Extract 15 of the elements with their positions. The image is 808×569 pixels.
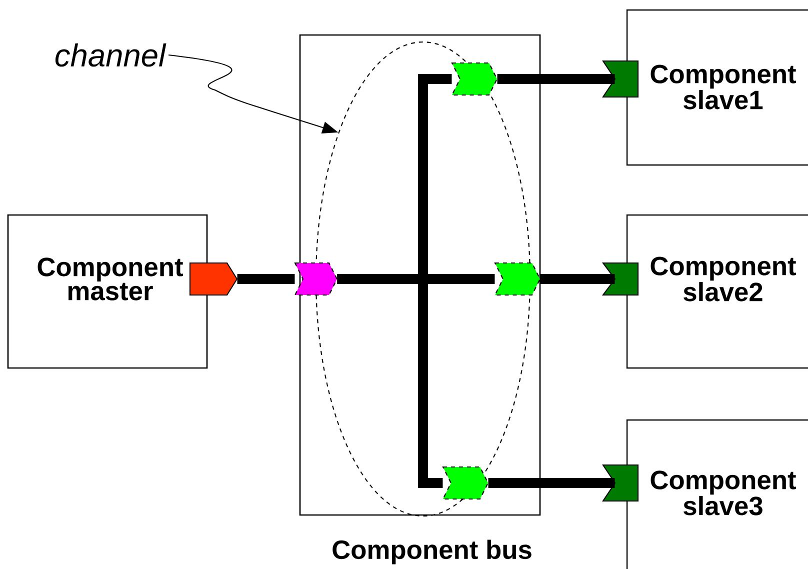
connector-line [237, 274, 295, 284]
port-shape [189, 262, 238, 296]
component-box: Component slave1 [626, 9, 808, 166]
connector-line [337, 274, 443, 488]
port-flag [602, 60, 639, 98]
component-box: Component slave2 [626, 214, 808, 369]
port-flag [602, 262, 639, 296]
callout-text: channel [55, 43, 166, 67]
port-flag [602, 464, 639, 502]
port-chevron [451, 62, 498, 96]
box-label: Component bus [332, 540, 532, 564]
port-chevron [494, 262, 541, 296]
port-chevron [294, 262, 338, 296]
port-chevron [442, 466, 489, 500]
component-box: Component master [7, 214, 208, 369]
